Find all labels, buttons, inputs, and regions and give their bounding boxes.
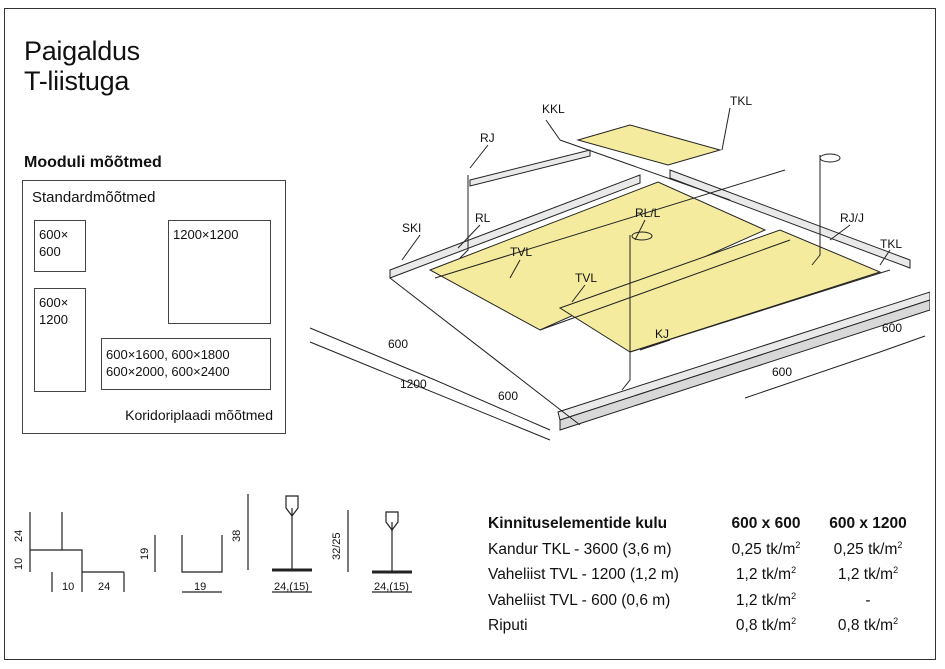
profile-2-w: 19 [194,581,206,593]
profile-4-h: 32/25 [331,532,343,560]
profile-1-h2: 10 [13,558,25,570]
row-value-1: 1,2 tk/m2 [735,590,797,609]
installation-diagram: KKL TKL RJ SKI RL RL/L TVL TVL RJ/J TKL … [309,94,930,441]
rail-top-left [469,149,591,187]
module-heading: Mooduli mõõtmed [24,154,162,171]
profile-sections: 24 10 10 24 19 19 38 24,(15) 32/25 24,(1… [13,494,412,593]
table-header-label: Kinnituselementide kulu [488,515,668,532]
row-value-2: 0,25 tk/m2 [833,539,903,558]
corridor-label: Koridoriplaadi mõõtmed [125,407,273,423]
drawing-frame [4,8,936,660]
table-row: Vaheliist TVL - 600 (0,6 m) 1,2 tk/m2 - [488,588,918,614]
row-label: Riputi [488,617,528,634]
tile-600x600-line2: 600 [39,244,61,259]
hanger-right [811,155,821,266]
label-tvl-1: TVL [510,245,532,259]
label-rj: RJ [480,131,495,145]
dim-line-600-right-b [879,335,926,353]
dim-600-right-b: 600 [882,321,902,335]
rail-top-right [669,169,911,269]
tile-corridor-line1: 600×1600, 600×1800 [106,347,230,362]
row-label: Kandur TKL - 3600 (3,6 m) [488,540,672,558]
row-value-2: - [865,591,871,609]
profile-1-w2: 24 [98,581,110,593]
page-title: Paigaldus T-liistuga [24,36,140,96]
dim-600-right-a: 600 [772,365,792,379]
panel-back [576,124,722,166]
tile-1200x1200: 1200×1200 [168,220,271,324]
dim-line-600-left [309,327,436,381]
label-tkl-right: TKL [880,237,902,251]
tile-600x600-line1: 600× [39,227,69,242]
table-row: Vaheliist TVL - 1200 (1,2 m) 1,2 tk/m2 1… [488,562,918,588]
label-kj: KJ [655,327,669,341]
label-rj-j: RJ/J [840,211,864,225]
label-tvl-2: TVL [575,271,597,285]
label-ski: SKI [402,221,421,235]
label-tkl-top: TKL [730,94,752,108]
table-row: Kandur TKL - 3600 (3,6 m) 0,25 tk/m2 0,2… [488,537,918,563]
label-kkl: KKL [542,102,565,116]
dim-1200: 1200 [400,377,427,391]
tile-1200x1200-label: 1200×1200 [173,227,239,242]
panel-left [428,181,767,331]
dim-line-600-right-a [744,351,881,399]
row-value-2: 0,8 tk/m2 [837,615,899,634]
row-value-1: 1,2 tk/m2 [735,564,797,583]
row-value-2: 1,2 tk/m2 [837,564,899,583]
rail-back [389,174,641,279]
profile-1-w1: 10 [62,581,74,593]
table-header-col1: 600 x 600 [731,515,801,532]
row-label: Vaheliist TVL - 1200 (1,2 m) [488,566,679,583]
label-rl: RL [475,211,491,225]
profile-2-h: 19 [139,548,151,560]
table-header-col2: 600 x 1200 [829,515,907,532]
rail-front-side [559,299,930,431]
standard-label: Standardmõõtmed [32,189,156,206]
profile-1-h1: 24 [13,530,25,542]
title-line-1: Paigaldus [24,36,140,66]
tile-corridor: 600×1600, 600×1800 600×2000, 600×2400 [101,338,271,390]
consumption-table: Kinnituselementide kulu 600 x 600 600 x … [488,511,918,639]
dim-line-1200 [309,341,551,441]
row-value-1: 0,8 tk/m2 [735,615,797,634]
profile-3-h: 38 [231,530,243,542]
tile-600x600: 600× 600 [34,220,86,272]
dim-line-600-bottom [434,379,551,431]
dim-600-bottom: 600 [498,389,518,403]
hanger-mid [621,235,631,391]
table-row: Riputi 0,8 tk/m2 0,8 tk/m2 [488,613,918,639]
title-line-2: T-liistuga [24,66,130,96]
table-header-row: Kinnituselementide kulu 600 x 600 600 x … [488,511,918,537]
profile-2-shape [181,535,223,573]
label-rl-l: RL/L [635,206,661,220]
dim-600-left: 600 [388,337,408,351]
row-value-1: 0,25 tk/m2 [731,539,801,558]
profile-1-shape [61,512,124,573]
panel-right [558,229,882,353]
module-box: Koridoriplaadi mõõtmed [22,180,286,434]
profile-3-w: 24,(15) [274,581,309,593]
hanger-left [459,175,469,259]
tile-600x1200: 600× 1200 [34,288,86,392]
tile-corridor-line2: 600×2000, 600×2400 [106,364,230,379]
row-label: Vaheliist TVL - 600 (0,6 m) [488,591,671,609]
profile-4-w: 24,(15) [374,581,409,593]
tile-600x1200-line2: 1200 [39,312,68,327]
tile-600x1200-line1: 600× [39,295,69,310]
